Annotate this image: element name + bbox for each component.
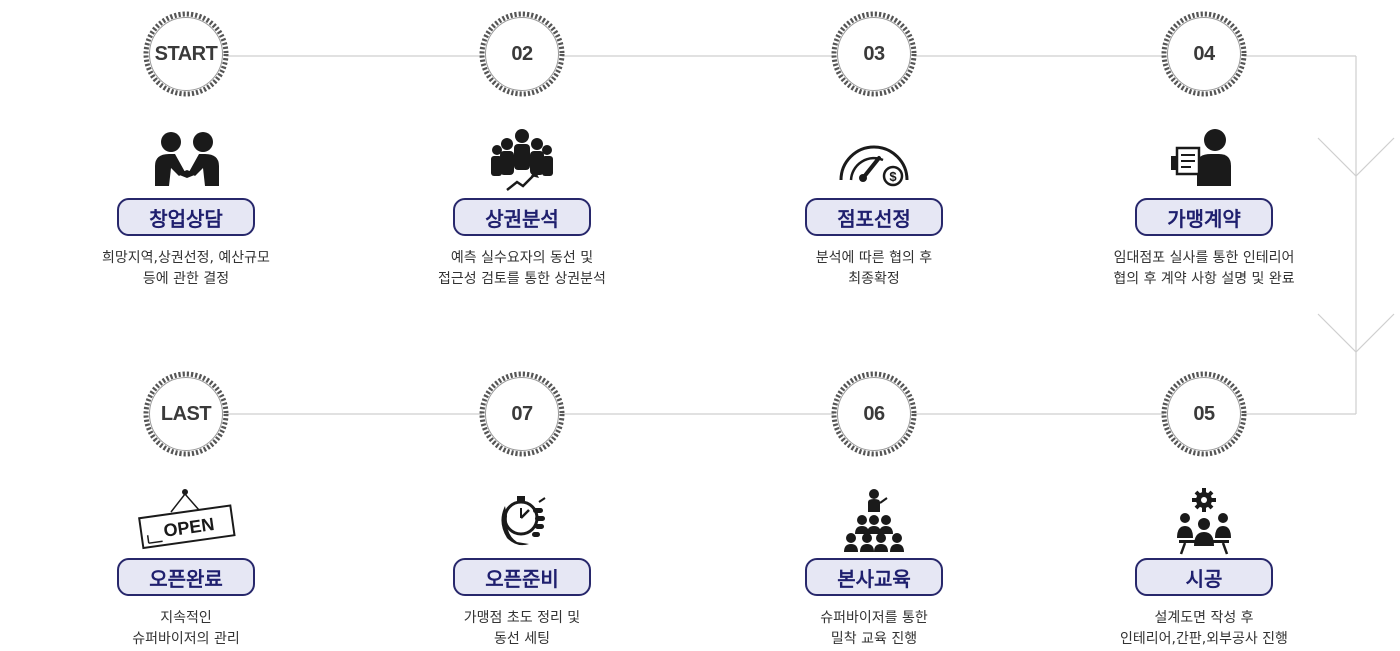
step-badge: 05 — [1160, 370, 1248, 458]
step-number: 06 — [863, 402, 885, 425]
contract-person-icon — [1159, 128, 1249, 200]
step-badge: 06 — [830, 370, 918, 458]
step-title: 점포선정 — [805, 198, 943, 236]
step-badge: START — [142, 10, 230, 98]
step-description: 임대점포 실사를 통한 인테리어 협의 후 계약 사항 설명 및 완료 — [1113, 250, 1295, 287]
step-description: 예측 실수요자의 동선 및 접근성 검토를 통한 상권분석 — [438, 250, 606, 287]
step-number: LAST — [160, 402, 212, 425]
step-description: 가맹점 초도 정리 및 동선 세팅 — [463, 610, 581, 647]
step-title: 상권분석 — [453, 198, 591, 236]
step-badge: 04 — [1160, 10, 1248, 98]
gear-team-icon — [1159, 488, 1249, 560]
step-description: 희망지역,상권선정, 예산규모 등에 관한 결정 — [102, 250, 270, 287]
step-description: 분석에 따른 협의 후 최종확정 — [815, 250, 933, 287]
step-title: 오픈완료 — [117, 558, 255, 596]
step-badge: 07 — [478, 370, 566, 458]
step-badge: 02 — [478, 10, 566, 98]
consultation-icon — [141, 128, 231, 200]
step-number: 04 — [1193, 42, 1215, 65]
step-badge: 03 — [830, 10, 918, 98]
step-description: 슈퍼바이저를 통한 밀착 교육 진행 — [820, 610, 928, 647]
step-number: 07 — [511, 402, 533, 425]
chevron-down-icon — [1317, 137, 1395, 177]
training-audience-icon — [829, 488, 919, 560]
step-title: 오픈준비 — [453, 558, 591, 596]
gauge-dollar-icon: $ — [829, 128, 919, 200]
step-badge: LAST — [142, 370, 230, 458]
stopwatch-hand-icon — [477, 488, 567, 560]
people-group-growth-icon — [477, 128, 567, 200]
chevron-down-icon — [1317, 313, 1395, 353]
step-number: 03 — [863, 42, 885, 65]
step-title: 시공 — [1135, 558, 1273, 596]
step-number: 02 — [511, 42, 533, 65]
step-title: 가맹계약 — [1135, 198, 1273, 236]
step-number: 05 — [1193, 402, 1215, 425]
step-number: START — [154, 42, 218, 65]
open-sign-icon: OPEN — [131, 488, 241, 560]
step-title: 본사교육 — [805, 558, 943, 596]
step-description: 설계도면 작성 후 인테리어,간판,외부공사 진행 — [1120, 610, 1288, 647]
svg-text:$: $ — [889, 169, 897, 184]
step-description: 지속적인 슈퍼바이저의 관리 — [132, 610, 240, 647]
step-title: 창업상담 — [117, 198, 255, 236]
